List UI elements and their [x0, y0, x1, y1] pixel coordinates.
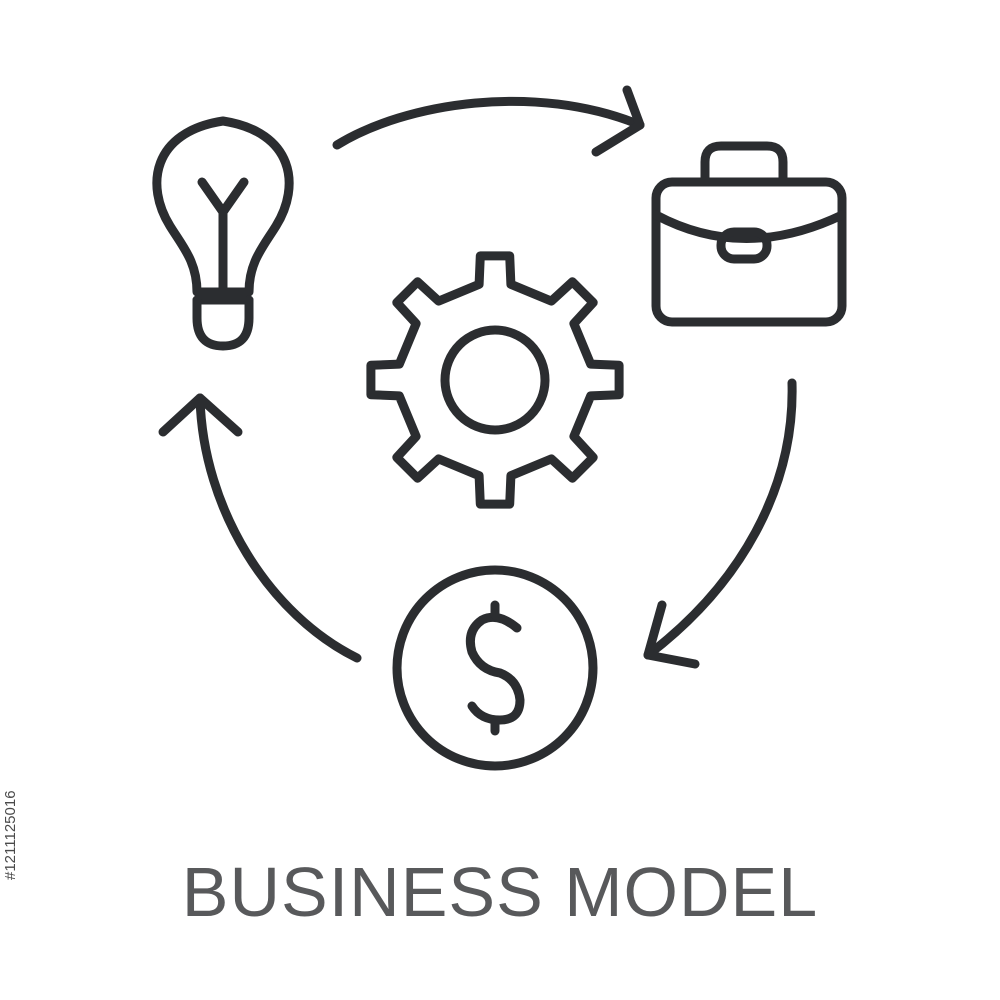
arrow-coin-to-bulb: [158, 393, 362, 663]
gear-outline: [366, 251, 624, 509]
stock-image-id: #1211125016: [2, 790, 19, 880]
arrow-bulb-to-briefcase: [332, 85, 645, 157]
diagram-title: BUSINESS MODEL: [181, 853, 819, 931]
briefcase-icon: [651, 141, 847, 327]
gear-icon: [366, 251, 624, 509]
lightbulb-icon: [152, 116, 294, 351]
dollar-coin-icon: [392, 565, 598, 771]
arrow-briefcase-to-coin: [643, 378, 797, 669]
gear-hub: [440, 325, 550, 435]
